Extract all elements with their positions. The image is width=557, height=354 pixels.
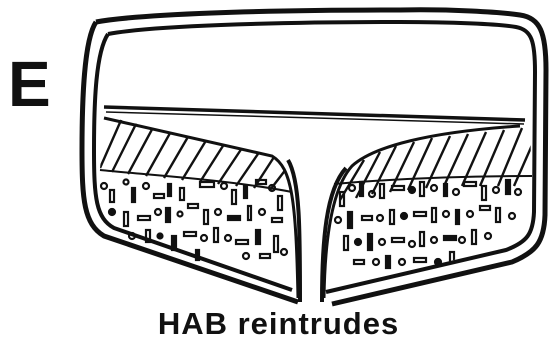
container-outer-wall-left xyxy=(82,22,298,302)
figure-caption: HAB reintrudes xyxy=(0,306,557,342)
left-speckled-zone xyxy=(101,180,287,261)
